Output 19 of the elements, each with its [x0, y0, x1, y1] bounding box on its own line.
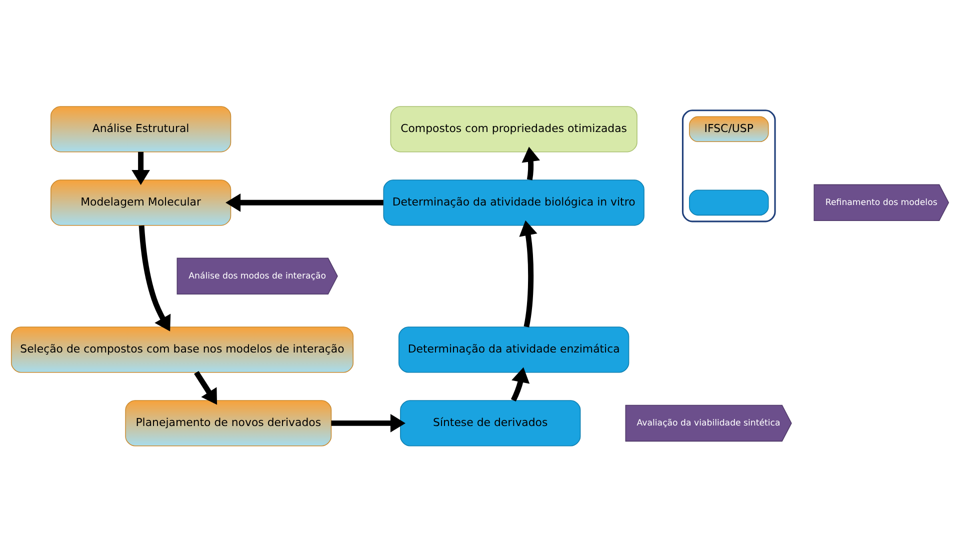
arrow	[522, 146, 540, 180]
arrow	[138, 224, 171, 331]
node-box	[689, 189, 769, 216]
arrow	[331, 414, 406, 432]
node-box: Modelagem Molecular	[50, 179, 232, 226]
node-box: Síntese de derivados	[400, 400, 581, 446]
node-box: IFSC/USP	[689, 116, 769, 142]
node-box: Determinação da atividade biológica in vitro	[383, 179, 644, 226]
arrow	[510, 366, 530, 402]
cluster	[682, 109, 776, 222]
node-box: Análise Estrutural	[50, 106, 232, 152]
node-box: Determinação da atividade enzimática	[398, 326, 630, 372]
arrow	[194, 370, 218, 404]
node-box: Compostos com propriedades otimizadas	[390, 106, 638, 152]
arrow	[132, 151, 150, 185]
node-box: Seleção de compostos com base nos modelos de interação	[10, 326, 354, 372]
node-box: Planejamento de novos derivados	[125, 400, 332, 446]
arrow	[226, 192, 384, 212]
arrow	[519, 220, 538, 327]
